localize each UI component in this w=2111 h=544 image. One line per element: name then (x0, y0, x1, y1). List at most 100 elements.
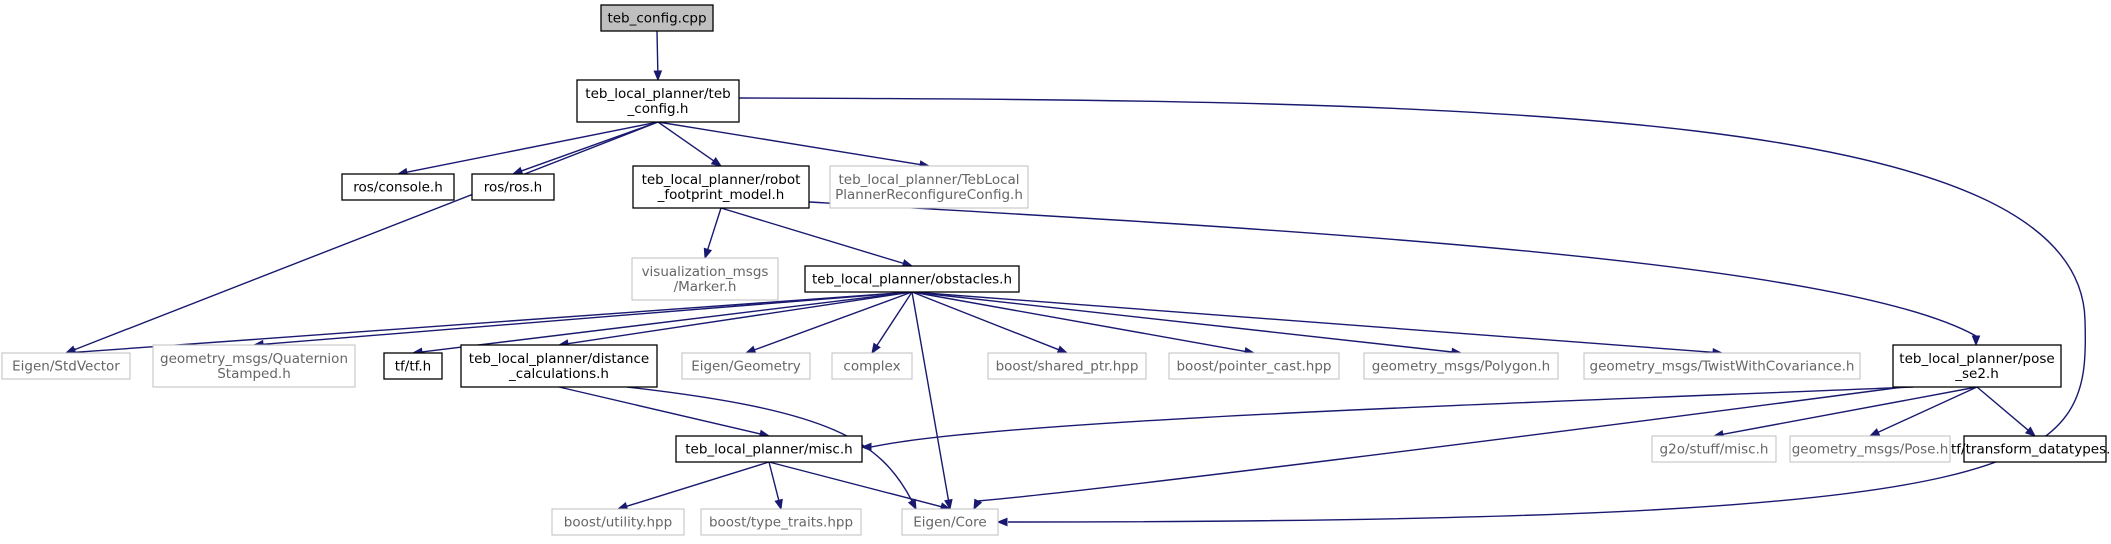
node-box (631, 257, 779, 301)
node-teb-config-cpp[interactable]: teb_config.cpp (600, 4, 714, 32)
node-label-line: Eigen/StdVector (12, 359, 120, 375)
node-g2o-misc: g2o/stuff/misc.h (1651, 435, 1777, 463)
node-distance-calc[interactable]: teb_local_planner/distance_calculations.… (460, 344, 658, 388)
edge-obstacles-to-complex (871, 291, 913, 355)
node-box (1168, 352, 1340, 380)
edge-line (911, 291, 1246, 353)
node-teb-reconfig: teb_local_planner/TebLocalPlannerReconfi… (829, 165, 1029, 209)
node-misc-h[interactable]: teb_local_planner/misc.h (675, 435, 863, 463)
node-geom-polygon: geometry_msgs/Polygon.h (1363, 352, 1559, 380)
node-box (1583, 352, 1861, 380)
edge-line (1976, 386, 2029, 431)
edge-obstacles-to-eigen-core (911, 291, 953, 511)
node-eigen-geometry: Eigen/Geometry (681, 352, 811, 380)
edge-misc-h-to-boost-utility (616, 461, 770, 511)
node-box (1, 352, 131, 380)
node-box (829, 165, 1029, 209)
edge-obstacles-to-boost-pointer (911, 291, 1256, 356)
node-label-line: teb_local_planner/obstacles.h (812, 272, 1012, 288)
node-teb-config-h[interactable]: teb_local_planner/teb_config.h (576, 79, 740, 123)
node-box (383, 352, 443, 380)
node-label-line: complex (843, 359, 900, 375)
node-label-line: teb_config.cpp (607, 11, 706, 27)
node-ros-ros[interactable]: ros/ros.h (471, 173, 555, 201)
edge-pose-se2-to-geom-pose (1868, 386, 1978, 437)
edge-arrowhead (774, 498, 783, 511)
node-box (675, 435, 863, 463)
edge-line (768, 461, 780, 501)
node-box (987, 352, 1147, 380)
node-boost-type-traits: boost/type_traits.hpp (700, 508, 862, 536)
node-label-line: Eigen/Core (913, 515, 987, 531)
node-label-line: geometry_msgs/TwistWithCovariance.h (1590, 359, 1855, 375)
node-box (700, 508, 862, 536)
node-complex: complex (831, 352, 913, 380)
edge-line (657, 121, 715, 162)
edge-misc-h-to-eigen-core (768, 461, 952, 511)
edge-arrowhead (1056, 345, 1069, 354)
edge-robot-footprint-to-obstacles (720, 207, 914, 268)
edge-teb-config-h-to-teb-reconfig (657, 121, 931, 169)
edge-line (421, 291, 913, 353)
node-label-line: g2o/stuff/misc.h (1660, 442, 1769, 458)
edge-arrowhead (860, 442, 872, 452)
edge-line (876, 291, 913, 346)
node-box (1963, 435, 2107, 463)
edge-arrowhead (744, 345, 757, 354)
edge-obstacles-to-eigen-geometry (744, 291, 913, 354)
node-label-line: Eigen/Geometry (691, 359, 801, 375)
node-box (551, 508, 685, 536)
edge-line (768, 461, 942, 508)
edge-pose-se2-to-tf-transform (1976, 386, 2037, 437)
node-label-line: boost/pointer_cast.hpp (1176, 359, 1331, 375)
edge-teb-config-h-to-robot-footprint (657, 121, 723, 167)
edge-line (626, 461, 770, 507)
node-label-line: _se2.h (1954, 366, 1999, 382)
node-box (600, 4, 714, 32)
node-pose-se2[interactable]: teb_local_planner/pose_se2.h (1892, 344, 2062, 388)
edge-line (262, 291, 913, 345)
node-box (471, 173, 555, 201)
node-obstacles[interactable]: teb_local_planner/obstacles.h (804, 265, 1020, 293)
edge-arrowhead (653, 70, 663, 82)
node-label-line: boost/utility.hpp (564, 515, 672, 531)
node-box (901, 508, 999, 536)
node-label-line: teb_local_planner/robot (642, 172, 801, 188)
node-box (1789, 435, 1951, 463)
edge-arrowhead (703, 247, 713, 260)
node-box (681, 352, 811, 380)
node-tf-tf[interactable]: tf/tf.h (383, 352, 443, 380)
edge-arrowhead (996, 517, 1008, 527)
edge-line (657, 121, 921, 166)
edge-line (74, 291, 913, 354)
node-robot-footprint[interactable]: teb_local_planner/robot_footprint_model.… (632, 165, 810, 209)
node-label-line: tf/tf.h (395, 359, 432, 375)
node-label-line: teb_local_planner/teb (585, 86, 730, 102)
node-boost-shared: boost/shared_ptr.hpp (987, 352, 1147, 380)
node-label-line: _config.h (627, 101, 689, 117)
edge-arrowhead (1971, 335, 1981, 347)
node-label-line: ros/ros.h (484, 180, 543, 196)
node-label-line: teb_local_planner/distance (469, 351, 649, 367)
node-tf-transform[interactable]: tf/transform_datatypes.h (1951, 435, 2111, 463)
edge-distance-calc-to-eigen-core (626, 386, 917, 511)
node-eigen-stdvector: Eigen/StdVector (1, 352, 131, 380)
edge-line (977, 386, 1904, 502)
edge-line (911, 291, 1453, 353)
edge-line (870, 386, 1914, 448)
edge-pose-se2-to-misc-h (860, 386, 1914, 452)
node-box (804, 265, 1020, 293)
node-box (1892, 344, 2062, 388)
edge-line (808, 201, 1977, 337)
dependency-edges (64, 30, 2087, 527)
edge-arrowhead (710, 157, 723, 167)
node-eigen-core: Eigen/Core (901, 508, 999, 536)
edge-line (656, 30, 659, 72)
edge-line (911, 291, 1714, 354)
node-label-line: _footprint_model.h (657, 187, 785, 203)
node-vis-marker: visualization_msgs/Marker.h (631, 257, 779, 301)
node-label-line: teb_local_planner/TebLocal (838, 172, 1019, 188)
node-ros-console[interactable]: ros/console.h (341, 173, 455, 201)
